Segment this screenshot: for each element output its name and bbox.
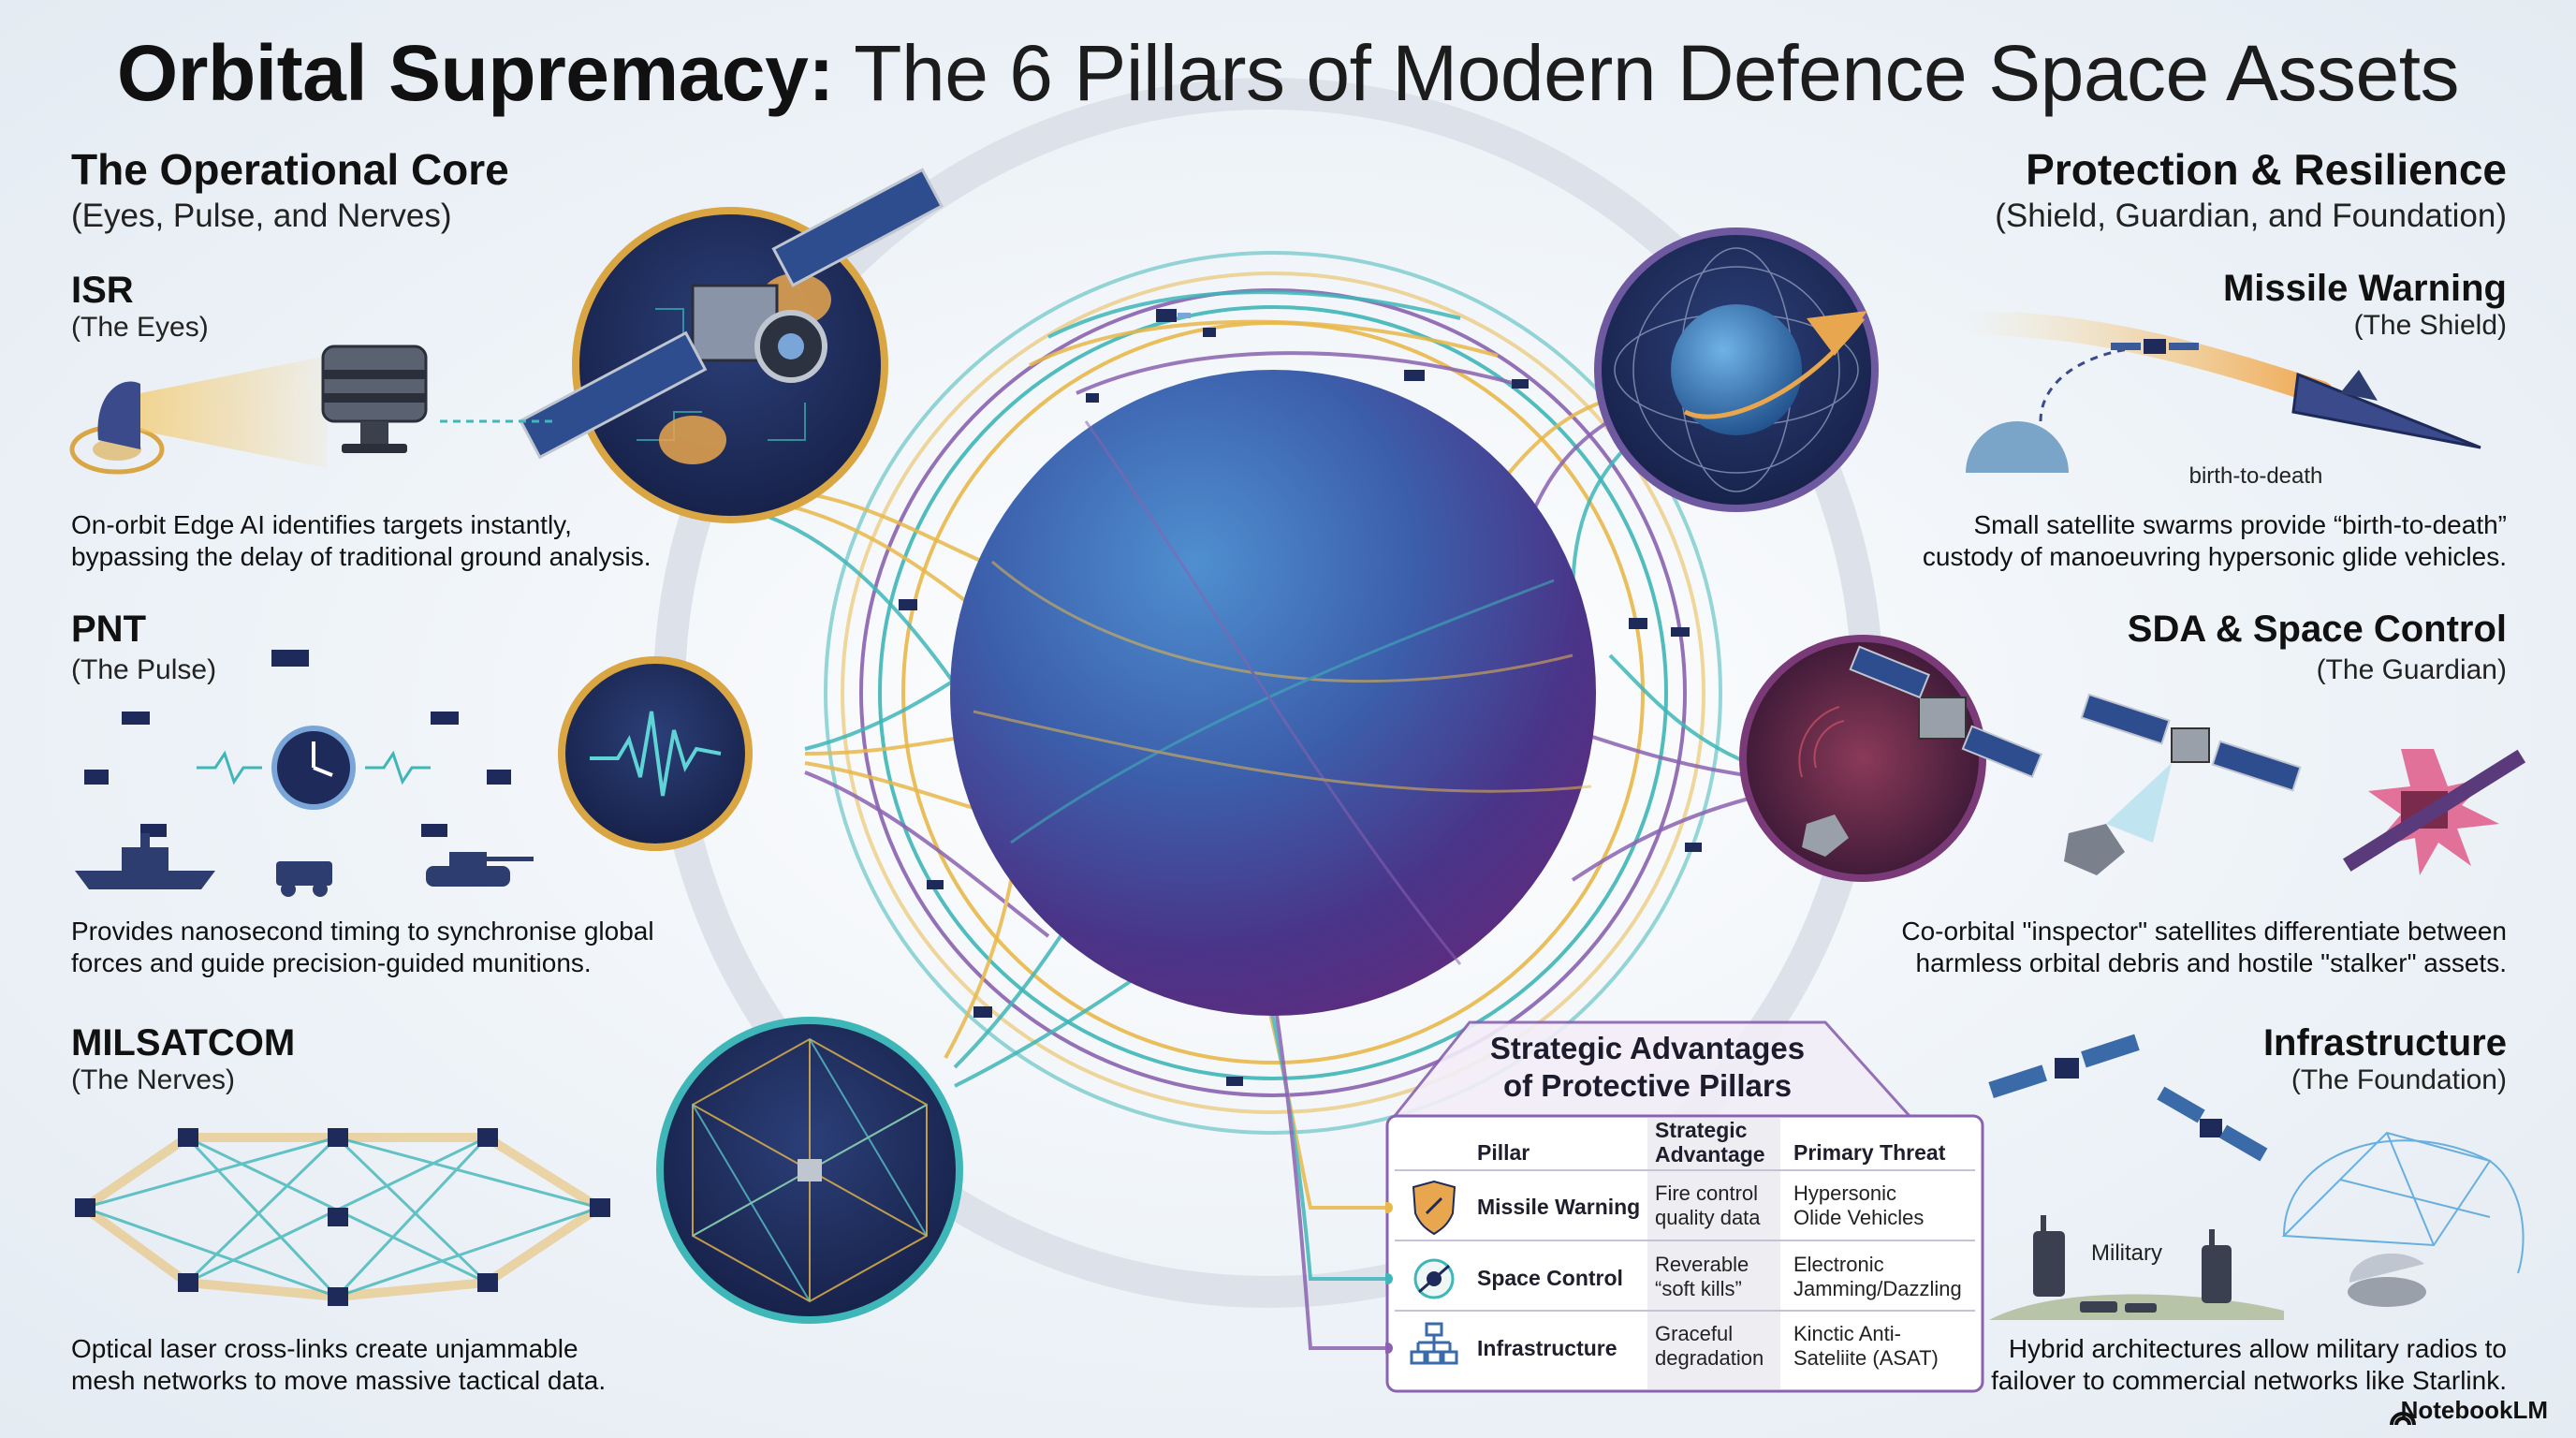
table-row-2-adv1: Reverable xyxy=(1655,1253,1749,1276)
col-header-advantage-line1: Strategic xyxy=(1655,1118,1748,1142)
milsatcom-desc-line2: mesh networks to move massive tactical d… xyxy=(71,1366,607,1395)
jeep-icon xyxy=(276,861,332,897)
infrastructure-icon xyxy=(1410,1322,1458,1365)
table-row-1-threat2: Olide Vehicles xyxy=(1793,1206,1925,1229)
table-title-line2: of Protective Pillars xyxy=(1502,1068,1793,1103)
table-row-1-pillar: Missile Warning xyxy=(1477,1195,1641,1219)
warning-satellite-icon xyxy=(2111,339,2199,354)
isr-desc-line1: On-orbit Edge AI identifies targets inst… xyxy=(71,510,572,539)
sda-subtitle: (The Guardian) xyxy=(2316,654,2507,685)
starlink-mesh-illustration xyxy=(2281,1131,2525,1274)
mesh-network-illustration xyxy=(75,1128,610,1306)
infra-desc-line1: Hybrid architectures allow military radi… xyxy=(2008,1334,2507,1363)
right-section-title: Protection & Resilience xyxy=(2026,145,2507,194)
table-row-2-adv2: “soft kills” xyxy=(1655,1277,1742,1300)
table-title: Strategic Advantages of Protective Pilla… xyxy=(1413,1030,1881,1105)
central-globe xyxy=(950,370,1596,1016)
table-row-2-threat1: Electronic xyxy=(1793,1253,1884,1276)
infra-desc-line2: failover to commercial networks like Sta… xyxy=(1991,1366,2507,1395)
page-title: Orbital Supremacy: The 6 Pillars of Mode… xyxy=(0,26,2576,120)
sda-satellite-icon xyxy=(2080,693,2302,792)
missile-desc-line2: custody of manoeuvring hypersonic glide … xyxy=(1922,542,2507,571)
right-section-subtitle: (Shield, Guardian, and Foundation) xyxy=(1995,198,2507,234)
milsatcom-desc-line1: Optical laser cross-links create unjamma… xyxy=(71,1334,578,1363)
pulse-waveform-icon xyxy=(590,711,722,797)
space-control-icon xyxy=(1413,1258,1455,1299)
pnt-subtitle: (The Pulse) xyxy=(71,654,217,685)
infra-title: Infrastructure xyxy=(2262,1022,2507,1064)
tank-icon xyxy=(426,852,534,887)
isr-desc-line2: bypassing the delay of traditional groun… xyxy=(71,542,651,571)
isr-title: ISR xyxy=(71,270,134,311)
table-row-3-threat2: Sateliite (ASAT) xyxy=(1793,1346,1939,1370)
missile-subtitle: (The Shield) xyxy=(2353,310,2507,341)
missile-title: Missile Warning xyxy=(2222,268,2507,309)
pnt-title: PNT xyxy=(71,609,146,650)
sda-desc-line2: harmless orbital debris and hostile "sta… xyxy=(1915,948,2508,977)
table-row-3-adv1: Graceful xyxy=(1655,1322,1734,1345)
birth-to-death-label: birth-to-death xyxy=(2188,463,2323,489)
milsatcom-title: MILSATCOM xyxy=(71,1022,296,1064)
title-rest: The 6 Pillars of Modern Defence Space As… xyxy=(854,29,2460,117)
military-radio-icon xyxy=(2033,1215,2232,1303)
table-row-1-threat1: Hypersonic xyxy=(1793,1181,1897,1205)
table-row-2-pillar: Space Control xyxy=(1477,1266,1623,1290)
sda-desc-line1: Co-orbital "inspector" satellites differ… xyxy=(1901,917,2507,946)
isr-satellite-icon xyxy=(519,168,944,460)
warship-icon xyxy=(75,833,215,889)
notebooklm-watermark: NotebookLM xyxy=(2400,1396,2548,1424)
pnt-desc-line2: forces and guide precision-guided muniti… xyxy=(71,948,592,977)
hypersonic-vehicle-icon xyxy=(2291,370,2481,449)
milsatcom-subtitle: (The Nerves) xyxy=(71,1064,236,1095)
sda-title: SDA & Space Control xyxy=(2127,609,2507,650)
table-row-1-adv2: quality data xyxy=(1655,1206,1761,1229)
comm-satellite-icon xyxy=(1988,1034,2268,1162)
inspector-satellite-icon xyxy=(1849,645,2043,779)
isr-subtitle: (The Eyes) xyxy=(71,312,209,343)
shield-icon xyxy=(1412,1180,1456,1236)
left-section-title: The Operational Core xyxy=(71,145,509,194)
table-row-1-adv1: Fire control xyxy=(1655,1181,1759,1205)
debris-icon xyxy=(2064,824,2125,875)
infra-subtitle: (The Foundation) xyxy=(2291,1064,2507,1095)
military-label: Military xyxy=(2091,1240,2162,1266)
missile-desc-line1: Small satellite swarms provide “birth-to… xyxy=(1973,510,2507,539)
strategic-advantages-table: Strategic Advantages of Protective Pilla… xyxy=(1385,1013,1984,1395)
col-header-advantage-line2: Advantage xyxy=(1655,1142,1765,1167)
table-row-3-pillar: Infrastructure xyxy=(1477,1336,1617,1360)
table-row-3-adv2: degradation xyxy=(1655,1346,1764,1370)
pnt-desc-line1: Provides nanosecond timing to synchronis… xyxy=(71,917,654,946)
col-header-threat: Primary Threat xyxy=(1793,1140,1946,1165)
title-bold: Orbital Supremacy: xyxy=(116,29,834,117)
table-row-2-threat2: Jamming/Dazzling xyxy=(1793,1277,1962,1300)
col-header-pillar: Pillar xyxy=(1477,1140,1530,1165)
table-row-3-threat1: Kinctic Anti- xyxy=(1793,1322,1901,1345)
sensor-pod-icon xyxy=(321,345,428,453)
table-title-line1: Strategic Advantages xyxy=(1489,1031,1806,1065)
stalker-threat-icon xyxy=(2343,749,2526,875)
left-section-subtitle: (Eyes, Pulse, and Nerves) xyxy=(71,198,452,234)
